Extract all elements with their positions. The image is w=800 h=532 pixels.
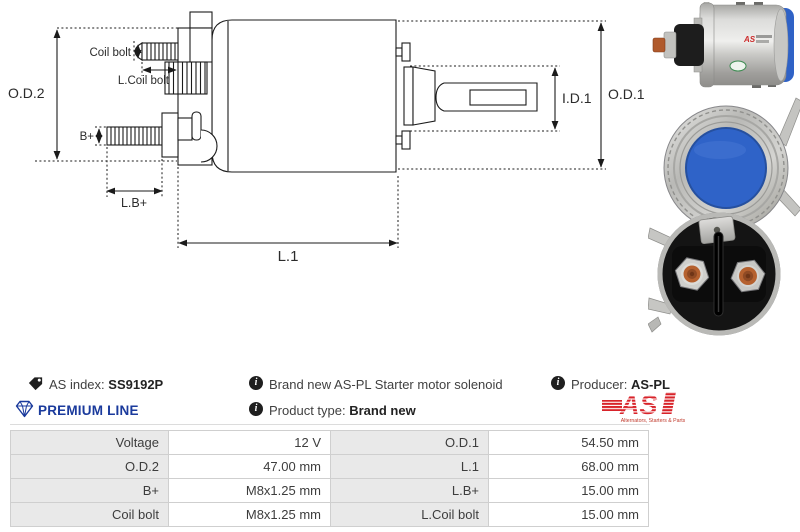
spec-label: O.D.1 — [331, 431, 489, 455]
dim-label-l-b-plus: L.B+ — [121, 196, 147, 210]
spec-label: L.Coil bolt — [331, 503, 489, 527]
producer-value: AS-PL — [631, 377, 670, 392]
spec-value: 15.00 mm — [489, 503, 649, 527]
logo-speed-lines — [602, 400, 622, 411]
dim-label-id1: I.D.1 — [562, 90, 592, 106]
spec-value: 12 V — [169, 431, 331, 455]
spec-label: Coil bolt — [11, 503, 169, 527]
spec-value: 54.50 mm — [489, 431, 649, 455]
dim-label-od2: O.D.2 — [8, 85, 45, 101]
logo-flag — [661, 392, 676, 414]
svg-text:AS: AS — [743, 35, 756, 44]
as-index-value: SS9192P — [108, 377, 164, 392]
spec-label: B+ — [11, 479, 169, 503]
dimension-labels: O.D.2 Coil bolt L.Coil bolt B+ L.B+ L.1 … — [8, 47, 645, 265]
product-photo-rear-view[interactable] — [648, 212, 800, 340]
dim-label-b-plus: B+ — [80, 131, 95, 143]
spec-value: 68.00 mm — [489, 455, 649, 479]
logo-subtext: Alternators, Starters & Parts — [621, 418, 686, 424]
spec-table: Voltage 12 V O.D.1 54.50 mm O.D.2 47.00 … — [10, 430, 649, 527]
dim-label-od1: O.D.1 — [608, 86, 645, 102]
logo-text: AS — [619, 390, 658, 420]
spec-label: Voltage — [11, 431, 169, 455]
info-icon: i — [249, 376, 263, 390]
product-type-value: Brand new — [349, 403, 416, 418]
info-icon: i — [551, 376, 565, 390]
as-index: AS index: SS9192P — [49, 377, 163, 392]
dim-label-coil-bolt: Coil bolt — [89, 47, 131, 59]
technical-drawing: O.D.2 Coil bolt L.Coil bolt B+ L.B+ L.1 … — [8, 11, 645, 265]
solenoid-rear-photo-art — [648, 212, 781, 336]
spec-label: L.1 — [331, 455, 489, 479]
product-type: Product type: Brand new — [269, 403, 416, 418]
solenoid-outline — [106, 11, 538, 173]
spec-value: M8x1.25 mm — [169, 479, 331, 503]
solenoid-side-photo-art: AS — [652, 2, 794, 88]
spec-value: 15.00 mm — [489, 479, 649, 503]
producer-label: Producer: — [571, 377, 628, 392]
product-photo-front-view[interactable] — [650, 88, 800, 234]
product-description: Brand new AS-PL Starter motor solenoid — [269, 377, 503, 392]
tag-icon — [28, 377, 43, 391]
dim-label-l-coil-bolt: L.Coil bolt — [118, 75, 170, 87]
as-pl-logo: AS Alternators, Starters & Parts — [602, 390, 686, 424]
premium-line-badge[interactable]: PREMIUM LINE — [38, 403, 139, 418]
spec-value: M8x1.25 mm — [169, 503, 331, 527]
as-index-label: AS index: — [49, 377, 105, 392]
diamond-icon — [15, 400, 34, 418]
spec-label: O.D.2 — [11, 455, 169, 479]
section-divider — [10, 424, 650, 425]
product-photo-side-view[interactable]: AS — [648, 2, 798, 88]
product-type-label: Product type: — [269, 403, 346, 418]
spec-value: 47.00 mm — [169, 455, 331, 479]
dim-label-l1: L.1 — [278, 248, 299, 265]
spec-label: L.B+ — [331, 479, 489, 503]
solenoid-front-photo-art — [663, 97, 800, 231]
info-icon: i — [249, 402, 263, 416]
producer: Producer: AS-PL — [571, 377, 670, 392]
dimension-arrows — [53, 22, 605, 247]
